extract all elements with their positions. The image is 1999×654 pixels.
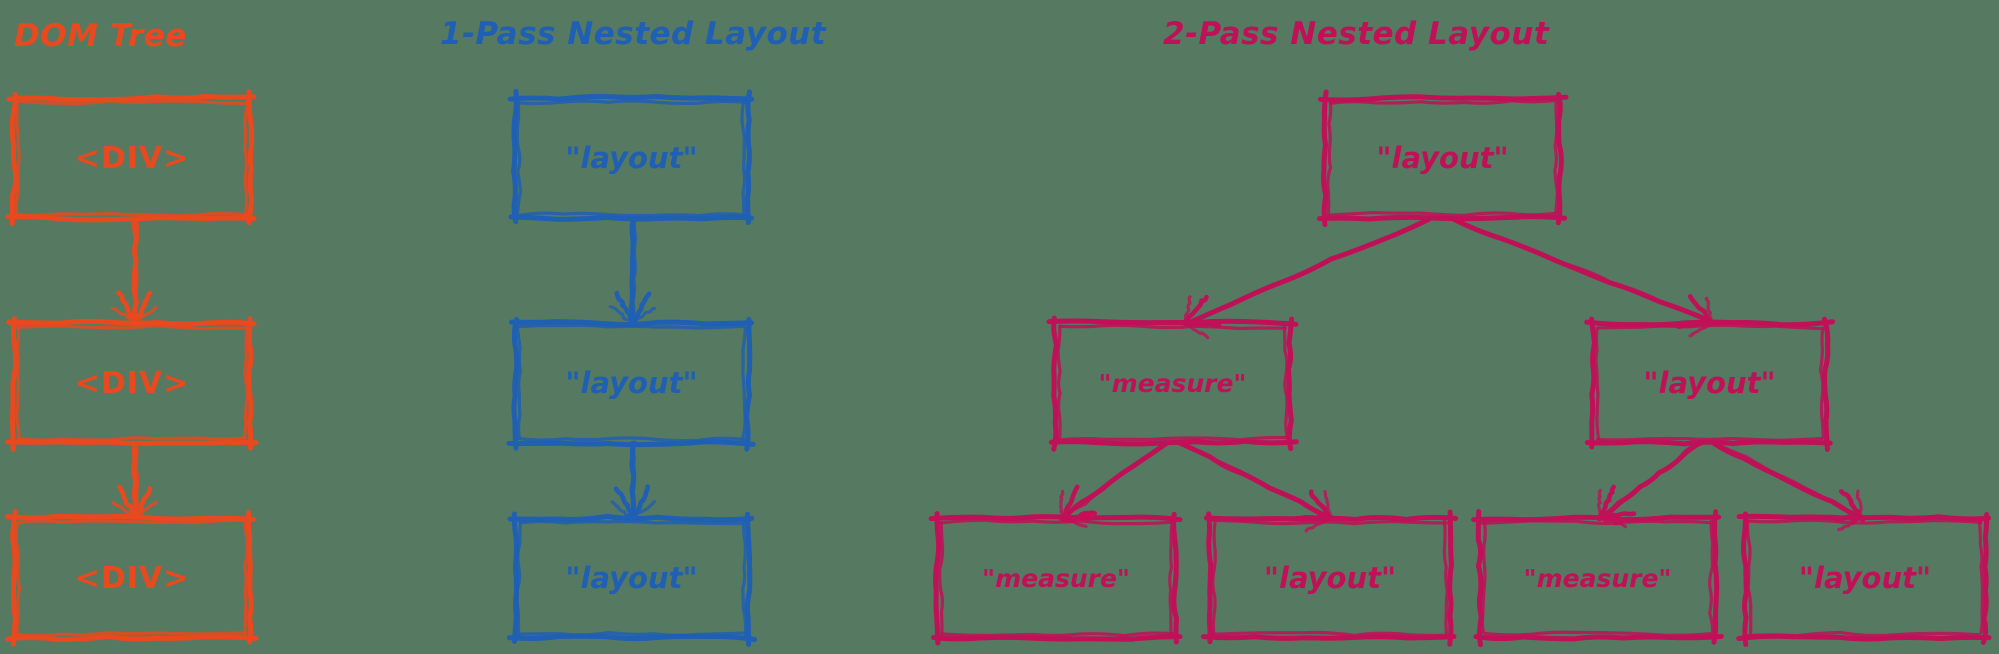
column-strokes-two-pass-nested-layout [928, 89, 1992, 648]
column-title-one-pass-nested-layout: 1-Pass Nested Layout [440, 16, 827, 52]
column-strokes-one-pass-nested-layout [506, 88, 758, 647]
column-title-two-pass-nested-layout: 2-Pass Nested Layout [1163, 16, 1550, 52]
column-title-dom-tree: DOM Tree [14, 18, 187, 54]
column-strokes-dom-tree [4, 89, 259, 647]
